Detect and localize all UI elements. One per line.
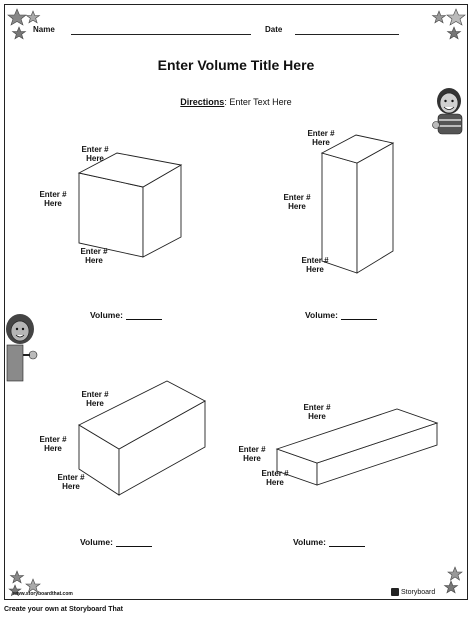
footer-url: www.storyboardthat.com — [13, 591, 73, 597]
dimension-label[interactable]: Enter # Here — [283, 193, 311, 211]
dimension-label[interactable]: Enter # Here — [57, 473, 85, 491]
star-icon — [7, 8, 27, 26]
star-icon — [447, 566, 463, 581]
volume-answer: Volume: — [80, 537, 152, 547]
storyboard-brand: Storyboard — [401, 588, 436, 596]
volume-label: Volume: — [80, 537, 113, 547]
dimension-label[interactable]: Enter # Here — [39, 435, 67, 453]
volume-answer: Volume: — [90, 310, 162, 320]
dimension-label[interactable]: Enter # Here — [303, 403, 331, 421]
date-label: Date — [265, 25, 283, 34]
page-title[interactable]: Enter Volume Title Here — [157, 57, 315, 73]
volume-blank[interactable] — [328, 538, 365, 547]
star-icon — [431, 10, 447, 24]
name-field-line[interactable] — [71, 34, 251, 35]
dimension-label[interactable]: Enter # Here — [81, 145, 109, 163]
dimension-label[interactable]: Enter # Here — [80, 247, 108, 265]
volume-label: Volume: — [293, 537, 326, 547]
tall-prism-figure — [320, 134, 395, 274]
star-icon — [25, 10, 41, 24]
storyboard-logo-icon — [391, 588, 399, 596]
star-icon — [446, 8, 466, 26]
directions: Directions: Enter Text Here — [5, 97, 467, 107]
worksheet: Name Date Enter Volume Title Here Direct… — [4, 4, 468, 600]
cube-figure — [77, 152, 183, 258]
directions-label: Directions — [180, 97, 225, 107]
dimension-label[interactable]: Enter # Here — [238, 445, 266, 463]
star-cluster-top-left — [7, 8, 41, 40]
dimension-label[interactable]: Enter # Here — [261, 469, 289, 487]
volume-label: Volume: — [90, 310, 123, 320]
name-label: Name — [33, 25, 55, 34]
volume-blank[interactable] — [115, 538, 152, 547]
cartoon-person-icon — [6, 314, 38, 382]
flat-prism-figure — [275, 408, 439, 486]
long-prism-figure — [78, 380, 206, 496]
star-cluster-top-right — [431, 8, 466, 40]
dimension-label[interactable]: Enter # Here — [307, 129, 335, 147]
star-icon — [8, 584, 22, 597]
date-field-line[interactable] — [295, 34, 399, 35]
star-cluster-bottom-right — [443, 566, 463, 594]
geometry-figures — [77, 134, 439, 496]
star-cluster-bottom-left — [8, 570, 41, 597]
volume-answer: Volume: — [293, 537, 365, 547]
footer-credit[interactable]: Create your own at Storyboard That — [4, 606, 124, 613]
star-icon — [11, 26, 27, 40]
volume-label: Volume: — [305, 310, 338, 320]
volume-blank[interactable] — [340, 311, 377, 320]
star-icon — [446, 26, 462, 40]
dimension-label[interactable]: Enter # Here — [39, 190, 67, 208]
volume-answer: Volume: — [305, 310, 377, 320]
volume-blank[interactable] — [125, 311, 162, 320]
star-icon — [9, 570, 25, 584]
storyboard-logo: Storyboard — [391, 588, 435, 596]
directions-text[interactable]: : Enter Text Here — [224, 97, 292, 107]
cartoon-person-icon — [432, 88, 463, 135]
dimension-label[interactable]: Enter # Here — [301, 256, 329, 274]
star-icon — [25, 578, 41, 593]
star-icon — [443, 580, 459, 594]
dimension-label[interactable]: Enter # Here — [81, 390, 109, 408]
